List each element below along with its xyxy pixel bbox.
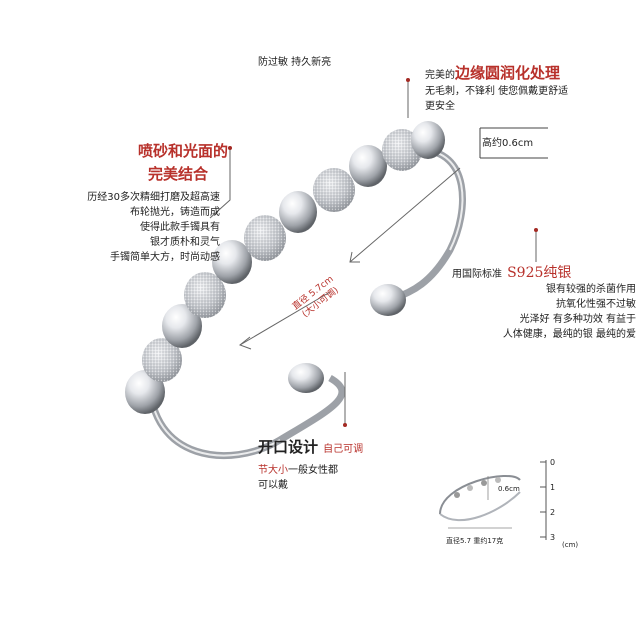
- silver-callout-line: 银有较强的杀菌作用: [546, 284, 636, 295]
- opening-callout-title: 开口设计: [258, 438, 319, 456]
- opening-callout-line: 可以戴: [258, 480, 288, 491]
- edge-callout-line: 更安全: [425, 101, 455, 112]
- silver-callout-line: 光泽好 有多种功效 有益于: [519, 314, 636, 325]
- ruler-scale: [540, 460, 547, 540]
- finish-callout-line: 使得此款手镯具有: [140, 222, 220, 233]
- leader-line: [209, 148, 231, 219]
- ruler-tick-label: 1: [550, 483, 556, 492]
- mini-height-label: 0.6cm: [498, 485, 520, 493]
- finish-callout-line: 银才质朴和灵气: [150, 237, 220, 248]
- edge-callout: 完美的边缘圆润化处理 无毛刺，不锋利 使您佩戴更舒适 更安全: [425, 62, 625, 114]
- ruler-unit: (cm): [562, 541, 579, 549]
- ruler-caption: 直径5.7 重约17克: [446, 537, 504, 545]
- callout-dot: [534, 228, 538, 232]
- finish-callout-line: 手镯简单大方，时尚动感: [110, 252, 220, 263]
- ruler-tick-label: 3: [550, 533, 556, 542]
- opening-callout-line: 节大小: [258, 465, 288, 476]
- diameter-arrow: [239, 291, 331, 346]
- mini-bracelet-diagram: [439, 475, 521, 529]
- edge-callout-title: 边缘圆润化处理: [455, 64, 561, 82]
- edge-callout-prefix: 完美的: [425, 70, 455, 81]
- ruler-tick-label: 2: [550, 508, 556, 517]
- edge-callout-line: 无毛刺，不锋利 使您佩戴更舒适: [425, 86, 569, 97]
- end-cap-ball: [288, 363, 324, 393]
- finish-callout-body: 历经30多次精细打磨及超高速 布轮抛光，铸造而成 使得此款手镯具有 银才质朴和灵…: [30, 190, 220, 265]
- opening-callout: 开口设计 自己可调 节大小一般女性都 可以戴: [258, 436, 428, 493]
- ruler-tick-label: 0: [550, 458, 556, 467]
- finish-callout-title: 完美结合: [148, 165, 209, 183]
- silver-callout-title: S925纯银: [507, 265, 572, 281]
- opening-callout-suffix: 自己可调: [323, 444, 364, 455]
- callout-dot: [228, 146, 232, 150]
- silver-callout-heading: 用国际标准 S925纯银: [452, 262, 632, 282]
- callout-dot: [406, 78, 410, 82]
- bead-row: [125, 121, 445, 414]
- silver-callout-line: 人体健康，最纯的银 最纯的爱: [502, 329, 636, 340]
- diameter-arrow: [349, 167, 461, 263]
- silver-callout-line: 抗氧化性强不过敏: [556, 299, 636, 310]
- height-label: 高约0.6cm: [482, 138, 534, 149]
- finish-callout-line: 历经30多次精细打磨及超高速: [87, 192, 220, 203]
- top-caption: 防过敏 持久新亮: [258, 57, 332, 68]
- callout-dot: [343, 423, 347, 427]
- end-cap-ball: [370, 284, 406, 316]
- silver-callout-prefix: 用国际标准: [452, 269, 502, 280]
- opening-callout-line: 一般女性都: [288, 465, 338, 476]
- silver-callout-body: 银有较强的杀菌作用 抗氧化性强不过敏 光泽好 有多种功效 有益于 人体健康，最纯…: [446, 282, 636, 342]
- finish-callout-title: 喷砂和光面的: [137, 142, 228, 160]
- finish-callout-line: 布轮抛光，铸造而成: [130, 207, 220, 218]
